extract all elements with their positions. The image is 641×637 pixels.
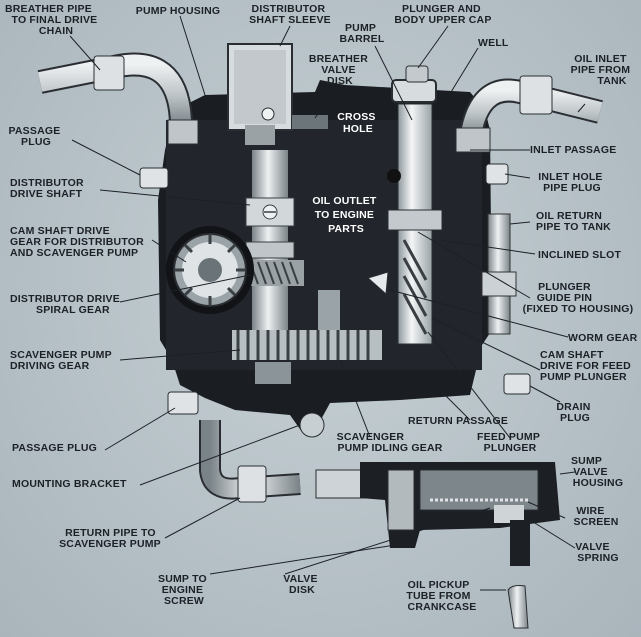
distributor-shaft-sleeve <box>227 43 293 145</box>
labels: BREATHER PIPE TO FINAL DRIVE CHAIN PUMP … <box>5 3 638 613</box>
worm-gear <box>366 271 389 296</box>
label-pump-housing: PUMP HOUSING <box>136 5 220 17</box>
label-oil-return-pipe: OIL RETURN PIPE TO TANK <box>536 210 611 233</box>
label-scavenger-driving-gear: SCAVENGER PUMP DRIVING GEAR <box>10 349 115 372</box>
label-distributor-shaft-sleeve: DISTRIBUTOR SHAFT SLEEVE <box>249 3 331 26</box>
inlet-hole-plug <box>485 163 509 185</box>
label-oil-pickup-tube: OIL PICKUP TUBE FROM CRANKCASE <box>406 579 476 613</box>
breather-pipe <box>37 52 199 145</box>
label-cross-hole: CROSS HOLE <box>337 111 378 135</box>
label-inlet-passage: INLET PASSAGE <box>530 144 616 156</box>
label-worm-gear: WORM GEAR <box>568 332 638 344</box>
label-passage-plug-top: PASSAGE PLUG <box>8 125 63 148</box>
label-inclined-slot: INCLINED SLOT <box>538 249 621 261</box>
label-return-passage: RETURN PASSAGE <box>408 415 508 427</box>
label-distributor-drive-shaft: DISTRIBUTOR DRIVE SHAFT <box>10 177 87 200</box>
pump-barrel <box>387 65 443 345</box>
label-wire-screen: WIRE SCREEN <box>574 505 619 528</box>
label-plunger-body-cap: PLUNGER AND BODY UPPER CAP <box>394 3 491 26</box>
label-feed-pump-plunger: FEED PUMP PLUNGER <box>477 431 543 454</box>
label-return-pipe-scavenger: RETURN PIPE TO SCAVENGER PUMP <box>59 527 161 550</box>
cam-shaft-drive-gear <box>166 226 254 314</box>
oil-return-pipe <box>481 213 517 335</box>
label-inlet-hole-pipe-plug: INLET HOLE PIPE PLUG <box>538 171 606 194</box>
label-valve-spring: VALVE SPRING <box>575 541 619 564</box>
scavenger-pump-gears <box>232 290 382 384</box>
label-cam-shaft-feed-drive: CAM SHAFT DRIVE FOR FEED PUMP PLUNGER <box>540 349 634 383</box>
drain-plug <box>503 373 531 395</box>
breather-valve-disk <box>292 115 328 129</box>
leader-lines <box>69 15 586 591</box>
label-cam-shaft-drive-gear: CAM SHAFT DRIVE GEAR FOR DISTRIBUTOR AND… <box>10 225 147 259</box>
distributor-spiral-gear <box>246 260 304 286</box>
label-valve-disk: VALVE DISK <box>283 573 321 596</box>
label-scavenger-idling-gear: SCAVENGER PUMP IDLING GEAR <box>337 431 443 454</box>
distributor-drive-shaft <box>245 150 295 360</box>
label-sump-engine-screw: SUMP TO ENGINE SCREW <box>158 573 210 607</box>
label-well: WELL <box>478 37 509 49</box>
sump-valve-housing <box>360 462 560 566</box>
label-mounting-bracket: MOUNTING BRACKET <box>12 478 127 490</box>
return-pipe-scavenger <box>199 420 367 503</box>
label-distributor-spiral-gear: DISTRIBUTOR DRIVE SPIRAL GEAR <box>10 293 123 316</box>
label-plunger-guide-pin: PLUNGER GUIDE PIN (FIXED TO HOUSING) <box>523 281 634 315</box>
label-passage-plug-bottom: PASSAGE PLUG <box>12 442 97 454</box>
passage-plug-top <box>139 167 169 189</box>
label-breather-valve-disk: BREATHER VALVE DISK <box>309 53 371 87</box>
oil-pickup-tube <box>507 585 529 629</box>
label-oil-inlet-pipe: OIL INLET PIPE FROM TANK <box>571 53 634 87</box>
label-drain-plug: DRAIN PLUG <box>556 401 593 424</box>
label-breather-pipe: BREATHER PIPE TO FINAL DRIVE CHAIN <box>5 3 101 37</box>
mounting-bracket <box>299 412 325 438</box>
label-sump-valve-housing: SUMP VALVE HOUSING <box>571 455 623 489</box>
label-pump-barrel: PUMP BARREL <box>340 22 385 45</box>
passage-plug-bottom <box>167 391 199 415</box>
label-oil-outlet: OIL OUTLET TO ENGINE PARTS <box>312 195 379 235</box>
oil-inlet-pipe <box>455 75 603 153</box>
